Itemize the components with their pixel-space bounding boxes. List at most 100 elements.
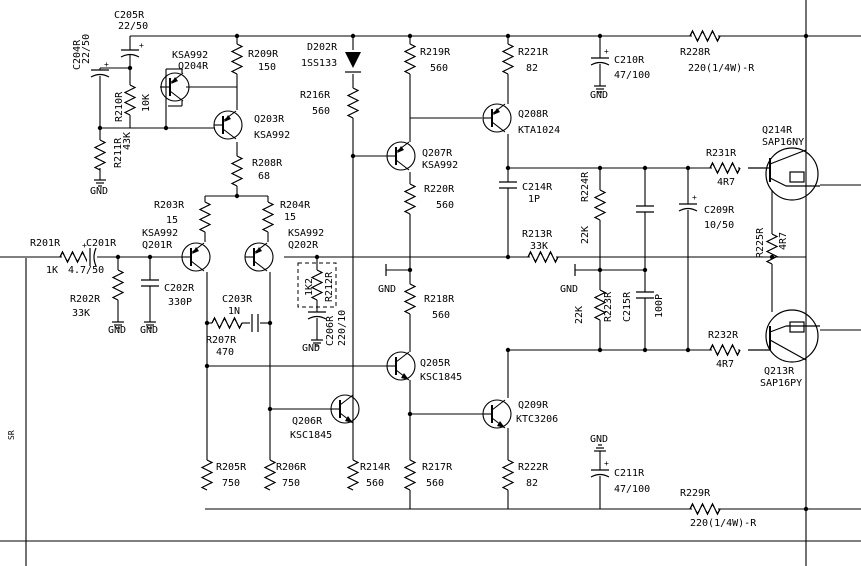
- r204r-value: 15: [284, 212, 296, 223]
- r219r-value: 560: [430, 63, 448, 74]
- r208r-value: 68: [258, 171, 270, 182]
- r212r-ref: R212R: [324, 271, 335, 302]
- d202r-type: 1SS133: [301, 58, 337, 69]
- q202r-ref: Q202R: [288, 240, 319, 251]
- q214r-symbol: [748, 147, 820, 201]
- q207r-symbol: [386, 141, 416, 171]
- junction-dots: [97, 33, 809, 512]
- q208r-type: KTA1024: [518, 125, 560, 136]
- q208r-ref: Q208R: [518, 109, 549, 120]
- c205r-value: 22/50: [118, 21, 148, 32]
- r211r-value: 43K: [122, 132, 133, 150]
- r213r-ref: R213R: [522, 229, 553, 240]
- r231r-ref: R231R: [706, 148, 737, 159]
- component-labels: C205R 22/50 C204R 22/50 R210R 10K R211R …: [7, 10, 804, 529]
- c201r-ref: C201R: [86, 238, 117, 249]
- r204r-ref: R204R: [280, 200, 311, 211]
- gnd-c202r: GND: [140, 325, 158, 336]
- q201r-ref: Q201R: [142, 240, 173, 251]
- q203r-ref: Q203R: [254, 114, 285, 125]
- c202r-value: 330P: [168, 297, 192, 308]
- q205r-ref: Q205R: [420, 358, 451, 369]
- r232r-ref: R232R: [708, 330, 739, 341]
- q203r-symbol: [213, 110, 243, 140]
- q207r-ref: Q207R: [422, 148, 453, 159]
- r213r-value: 33K: [530, 241, 548, 252]
- r201r-ref: R201R: [30, 238, 61, 249]
- q207r-type: KSA992: [422, 160, 458, 171]
- r212r-value: 1K2: [304, 278, 315, 296]
- r207r-ref: R207R: [206, 335, 237, 346]
- q205r-type: KSC1845: [420, 372, 462, 383]
- q202r-symbol: [244, 242, 274, 272]
- q201r-type: KSA992: [142, 228, 178, 239]
- gnd-r202r: GND: [108, 325, 126, 336]
- c205r-ref: C205R: [114, 10, 145, 21]
- r205r-ref: R205R: [216, 462, 247, 473]
- r206r-ref: R206R: [276, 462, 307, 473]
- r208r-ref: R208R: [252, 158, 283, 169]
- r202r-value: 33K: [72, 308, 90, 319]
- r228r-value: 220(1/4W)-R: [688, 63, 755, 74]
- r214r-value: 560: [366, 478, 384, 489]
- c210r-value: 47/100: [614, 70, 650, 81]
- r222r-value: 82: [526, 478, 538, 489]
- capacitor-symbols: + + + + + +: [82, 41, 698, 478]
- c203r-ref: C203R: [222, 294, 253, 305]
- r220r-ref: R220R: [424, 184, 455, 195]
- c214r-ref: C214R: [522, 182, 553, 193]
- r222r-ref: R222R: [518, 462, 549, 473]
- gnd-center: GND: [378, 284, 396, 295]
- r225r-ref: R225R: [755, 227, 766, 258]
- gnd-r223r: GND: [560, 284, 578, 295]
- r210r-value: 10K: [141, 94, 152, 112]
- r210r-ref: R210R: [114, 91, 125, 122]
- r214r-ref: R214R: [360, 462, 391, 473]
- q213r-symbol: [748, 309, 820, 363]
- q206r-ref: Q206R: [292, 416, 323, 427]
- c201r-value: 4.7/50: [68, 265, 104, 276]
- r217r-ref: R217R: [422, 462, 453, 473]
- ground-symbols: [93, 85, 607, 452]
- q204r-ref: Q204R: [178, 61, 209, 72]
- r205r-value: 750: [222, 478, 240, 489]
- c211r-value: 47/100: [614, 484, 650, 495]
- svg-text:+: +: [139, 41, 144, 50]
- q201r-symbol: [181, 242, 211, 272]
- r219r-ref: R219R: [420, 47, 451, 58]
- q202r-type: KSA992: [288, 228, 324, 239]
- r206r-value: 750: [282, 478, 300, 489]
- r221r-ref: R221R: [518, 47, 549, 58]
- r203r-ref: R203R: [154, 200, 185, 211]
- r221r-value: 82: [526, 63, 538, 74]
- d202r-ref: D202R: [307, 42, 338, 53]
- q204r-symbol: [160, 72, 190, 102]
- q209r-ref: Q209R: [518, 400, 549, 411]
- svg-text:+: +: [104, 60, 109, 69]
- gnd-c210r: GND: [590, 90, 608, 101]
- r202r-ref: R202R: [70, 294, 101, 305]
- q214r-ref: Q214R: [762, 125, 793, 136]
- q206r-symbol: [330, 394, 360, 424]
- q208r-symbol: [482, 103, 512, 133]
- r224r-value: 22K: [580, 226, 591, 244]
- q213r-ref: Q213R: [764, 366, 795, 377]
- r220r-value: 560: [436, 200, 454, 211]
- q214r-type: SAP16NY: [762, 137, 804, 148]
- gnd-c211r: GND: [590, 434, 608, 445]
- r229r-ref: R229R: [680, 488, 711, 499]
- gnd-c206r: GND: [302, 343, 320, 354]
- q205r-symbol: [386, 351, 416, 381]
- r231r-value: 4R7: [717, 177, 735, 188]
- q204r-type: KSA992: [172, 50, 208, 61]
- gnd-r211r: GND: [90, 186, 108, 197]
- c204r-ref: C204R: [72, 39, 83, 70]
- r224r-ref: R224R: [580, 171, 591, 202]
- q209r-symbol: [482, 399, 512, 429]
- c211r-ref: C211R: [614, 468, 645, 479]
- c209r-value: 10/50: [704, 220, 734, 231]
- r211r-ref: R211R: [113, 137, 124, 168]
- svg-text:+: +: [82, 241, 87, 250]
- r216r-ref: R216R: [300, 90, 331, 101]
